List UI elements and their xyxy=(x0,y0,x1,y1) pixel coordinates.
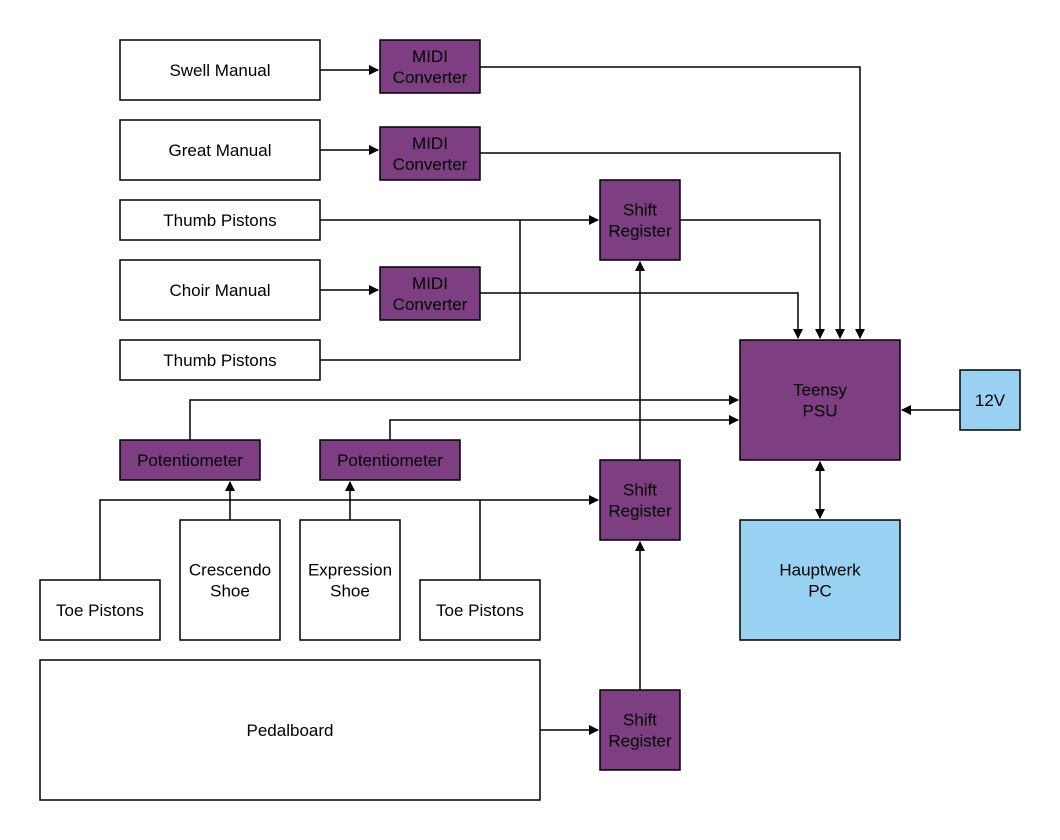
node-12v: 12V xyxy=(959,369,1021,431)
node-midi-converter-choir: MIDI Converter xyxy=(379,266,481,321)
node-midi-converter-swell: MIDI Converter xyxy=(379,39,481,94)
node-label-line: Register xyxy=(608,222,672,241)
node-potentiometer-2: Potentiometer xyxy=(319,439,461,481)
connector-pot-2-to-teensy xyxy=(389,415,739,440)
node-label-line: Swell Manual xyxy=(169,61,270,80)
node-label-line: PSU xyxy=(803,402,838,421)
node-label: MIDI Converter xyxy=(393,134,468,174)
node-label-line: Shoe xyxy=(210,582,250,601)
node-pedalboard: Pedalboard xyxy=(39,659,541,801)
node-label-line: Great Manual xyxy=(169,141,272,160)
node-label-line: 12V xyxy=(975,391,1006,410)
node-label-line: Hauptwerk xyxy=(779,561,861,580)
connector-midi-swell-to-teensy xyxy=(480,66,865,339)
node-label: Thumb Pistons xyxy=(163,351,276,370)
connector-shift-1-to-teensy xyxy=(680,219,825,339)
node-label-line: Expression xyxy=(308,561,392,580)
connectors xyxy=(99,65,960,735)
node-label-line: Thumb Pistons xyxy=(163,211,276,230)
node-label: MIDI Converter xyxy=(393,274,468,314)
node-label: Great Manual xyxy=(169,141,272,160)
node-midi-converter-great: MIDI Converter xyxy=(379,126,481,181)
connector-toe-pistons-to-shift-2 xyxy=(99,495,599,580)
node-potentiometer-1: Potentiometer xyxy=(119,439,261,481)
node-label: Potentiometer xyxy=(137,451,243,470)
node-label: Choir Manual xyxy=(169,281,270,300)
node-toe-pistons-2: Toe Pistons xyxy=(419,579,541,641)
node-label: Potentiometer xyxy=(337,451,443,470)
node-label: Swell Manual xyxy=(169,61,270,80)
node-swell-manual: Swell Manual xyxy=(119,39,321,101)
node-label-line: Converter xyxy=(393,155,468,174)
node-thumb-pistons-1: Thumb Pistons xyxy=(119,199,321,241)
node-label-line: Converter xyxy=(393,295,468,314)
node-label-line: PC xyxy=(808,582,832,601)
node-label: 12V xyxy=(975,391,1006,410)
node-thumb-pistons-2: Thumb Pistons xyxy=(119,339,321,381)
node-label: Toe Pistons xyxy=(56,601,144,620)
node-label-line: Shift xyxy=(623,711,657,730)
node-label-line: Crescendo xyxy=(189,561,271,580)
connector-pot-1-to-teensy xyxy=(189,395,739,440)
node-label: MIDI Converter xyxy=(393,47,468,87)
node-label-line: Converter xyxy=(393,68,468,87)
node-label: Toe Pistons xyxy=(436,601,524,620)
node-label-line: MIDI xyxy=(412,134,448,153)
node-label-line: MIDI xyxy=(412,47,448,66)
connector-midi-choir-to-teensy xyxy=(480,292,803,339)
node-label-line: Toe Pistons xyxy=(56,601,144,620)
node-label-line: Register xyxy=(608,732,672,751)
connector-midi-great-to-teensy xyxy=(480,152,845,339)
node-label-line: Shoe xyxy=(330,582,370,601)
node-label-line: Shift xyxy=(623,481,657,500)
node-label-line: Pedalboard xyxy=(247,721,334,740)
node-label-line: Toe Pistons xyxy=(436,601,524,620)
node-choir-manual: Choir Manual xyxy=(119,259,321,321)
node-label-line: Potentiometer xyxy=(337,451,443,470)
node-label-line: Choir Manual xyxy=(169,281,270,300)
connector-thumb-pistons-2-to-shift xyxy=(320,220,521,361)
node-label-line: Thumb Pistons xyxy=(163,351,276,370)
node-label-line: Teensy xyxy=(793,381,847,400)
node-label-line: Register xyxy=(608,502,672,521)
node-toe-pistons-1: Toe Pistons xyxy=(39,579,161,641)
node-label-line: Shift xyxy=(623,201,657,220)
node-great-manual: Great Manual xyxy=(119,119,321,181)
node-label-line: Potentiometer xyxy=(137,451,243,470)
node-label: Pedalboard xyxy=(247,721,334,740)
node-label-line: MIDI xyxy=(412,274,448,293)
node-label: Thumb Pistons xyxy=(163,211,276,230)
